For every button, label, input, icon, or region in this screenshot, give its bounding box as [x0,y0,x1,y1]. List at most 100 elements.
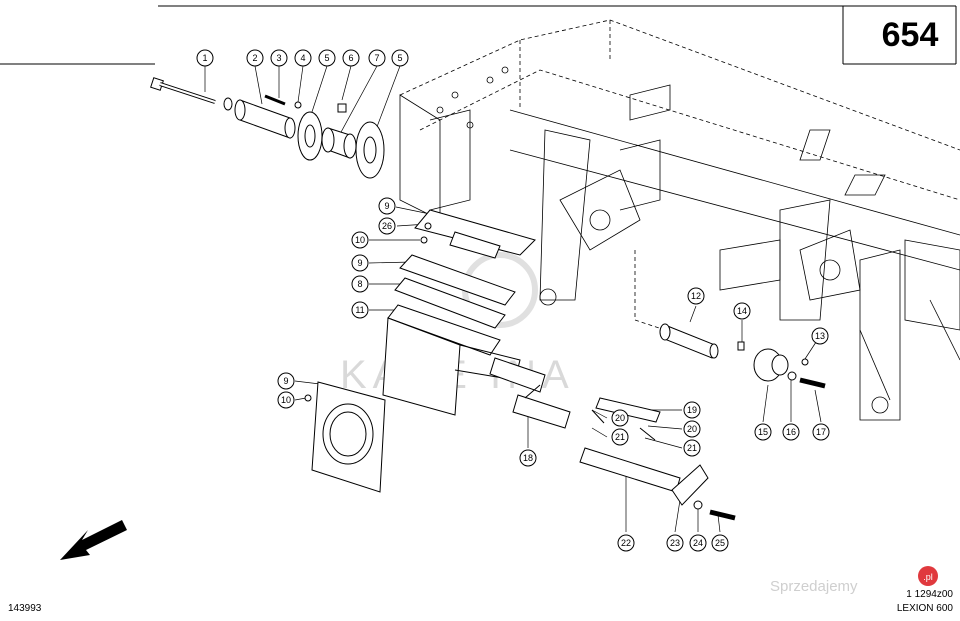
part-screw-10 [420,236,428,244]
callout-circle [391,49,409,67]
callout-number: 3 [276,53,281,63]
part-lube-fitting [337,103,347,113]
callout-number: 5 [324,53,329,63]
callout-circle [811,327,829,345]
callout-7: 7 [368,49,386,67]
callout-number: 6 [348,53,353,63]
frame [0,5,957,65]
part-hub-15 [753,348,789,382]
site-watermark-text: Sprzedajemy [770,578,858,595]
part-washer-16 [787,371,797,381]
callout-number: 2 [252,53,257,63]
callout-18: 18 [519,449,537,467]
part-plate-23 [671,464,709,506]
callout-circle [683,401,701,419]
callout-circle [812,423,830,441]
part-plate-11 [387,304,501,356]
part-13 [801,358,809,366]
callout-number: 7 [374,53,379,63]
callout-circle [687,287,705,305]
part-bushing [234,99,296,139]
part-washer-24 [693,500,703,510]
part-pin-12 [659,323,719,359]
callout-number: 8 [357,279,362,289]
part-gasket-9 [399,254,516,306]
callout-number: 19 [687,405,697,415]
callout-19: 19 [683,401,701,419]
callout-1: 1 [196,49,214,67]
callout-23: 23 [666,534,684,552]
callout-14: 14 [733,302,751,320]
callout-13: 13 [811,327,829,345]
callout-number: 1 [202,53,207,63]
callout-circle [617,534,635,552]
page-number: 654 [882,16,939,54]
callout-circle [351,301,369,319]
callout-circle [611,428,629,446]
callout-4: 4 [294,49,312,67]
part-cotter-21 [639,427,656,441]
callout-circle [666,534,684,552]
callout-circle [351,254,369,272]
callout-circle [351,275,369,293]
callout-number: 18 [523,453,533,463]
callout-5: 5 [391,49,409,67]
part-cover [311,381,386,493]
callout-circle [711,534,729,552]
callout-10: 10 [351,231,369,249]
callout-circle [754,423,772,441]
part-bolt-25 [709,509,736,521]
part-screw-26 [424,222,432,230]
part-pin-19 [595,397,661,423]
callout-12: 12 [687,287,705,305]
part-housing-plate [382,317,461,416]
part-seal-8 [394,277,506,329]
callout-circle [683,439,701,457]
callout-number: 4 [300,53,305,63]
callout-16: 16 [782,423,800,441]
callout-9: 9 [351,254,369,272]
callout-circle [683,420,701,438]
drawing-ref: 143993 [8,603,42,614]
callout-circle [342,49,360,67]
callout-circle [519,449,537,467]
callout-26: 26 [378,217,396,235]
callout-circle [246,49,264,67]
part-shaft-18 [489,357,571,429]
callout-circle [351,231,369,249]
callout-20: 20 [683,420,701,438]
callout-number: 23 [670,538,680,548]
callout-5: 5 [318,49,336,67]
callout-number: 21 [615,432,625,442]
callout-number: 5 [397,53,402,63]
callout-21: 21 [611,428,629,446]
callout-22: 22 [617,534,635,552]
callout-circle [277,391,295,409]
callout-number: 24 [693,538,703,548]
part-gasket-top [414,209,536,256]
callout-9: 9 [277,372,295,390]
callout-number: 9 [384,201,389,211]
callout-number: 22 [621,538,631,548]
callout-circle [196,49,214,67]
callout-number: 21 [687,443,697,453]
part-flange-outer [355,121,385,179]
callout-number: 11 [355,305,364,315]
drawing-code: 1 1294z00 [906,589,953,600]
callout-24: 24 [689,534,707,552]
callout-number: 9 [357,258,362,268]
callout-number: 10 [281,395,291,405]
callout-circle [611,409,629,427]
callout-number: 12 [691,291,701,301]
callout-number: 10 [355,235,365,245]
site-watermark: Sprzedajemy .pl [770,566,938,595]
site-badge-text: .pl [923,572,933,582]
part-grease-nipple [264,94,286,106]
callout-9: 9 [378,197,396,215]
callout-circle [368,49,386,67]
part-bearing [321,127,357,159]
part-shaft-22 [579,447,681,493]
callout-17: 17 [812,423,830,441]
